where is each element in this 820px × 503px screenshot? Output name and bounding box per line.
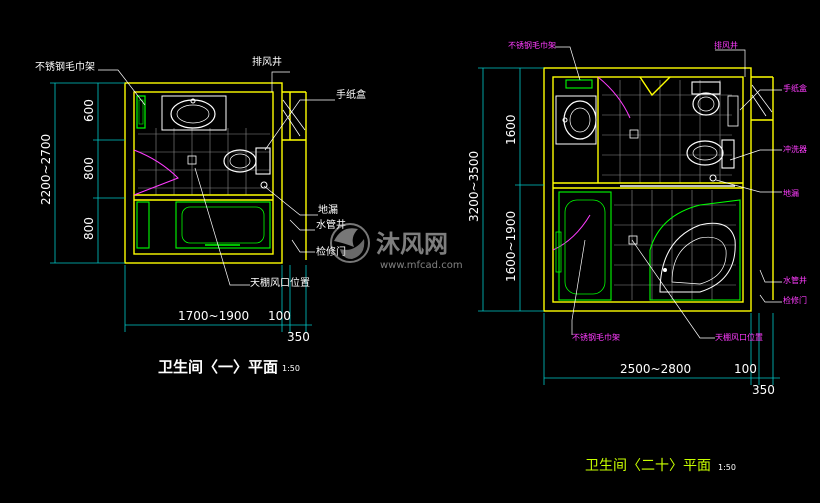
right-dim-bot: 1600~1900 (504, 211, 518, 282)
right-label-bidet: 冲洗器 (783, 144, 807, 154)
left-walls (124, 82, 307, 264)
left-door-swing (133, 149, 179, 196)
right-bidet-icon (686, 139, 735, 169)
right-label-exhaust-shaft: 排风井 (714, 40, 738, 50)
left-label-tissue-box: 手纸盒 (336, 88, 366, 101)
right-corner-tub-icon (649, 199, 741, 301)
right-dim-wall-a: 100 (734, 362, 757, 376)
watermark-logo-icon (330, 223, 370, 263)
right-floor-drain-icon (629, 129, 639, 139)
right-label-towel-rack-bottom: 不锈钢毛巾架 (572, 332, 620, 342)
right-dim-wall-b: 350 (752, 383, 775, 397)
left-label-exhaust-shaft: 排风井 (252, 55, 282, 68)
left-plan-scale: 1:50 (282, 364, 300, 373)
right-label-tissue-box: 手纸盒 (783, 83, 807, 93)
left-dim-overall: 2200~2700 (39, 134, 53, 205)
right-door-swing-bottom (552, 214, 591, 251)
right-label-towel-rack-top: 不锈钢毛巾架 (508, 40, 556, 50)
left-dim-mid: 800 (82, 157, 96, 180)
right-exhaust-shaft (751, 84, 773, 117)
right-toilet-icon (691, 81, 721, 116)
left-washbasin-icon (161, 95, 227, 131)
right-label-water-pipe: 水管井 (783, 275, 807, 285)
left-bathroom-plan: 不锈钢毛巾架 排风井 手纸盒 地漏 水管井 检修门 天棚风口位置 2200~27… (35, 55, 366, 376)
right-door-swing-top (597, 76, 631, 119)
right-towel-rack-top-icon (565, 79, 593, 89)
right-vent-icon (628, 235, 638, 245)
left-dim-bot: 800 (82, 217, 96, 240)
right-tile-grid (602, 80, 736, 300)
left-dim-wall-b: 350 (287, 330, 310, 344)
left-water-valve-icon (260, 181, 268, 189)
left-label-access-door: 检修门 (316, 245, 346, 258)
left-label-towel-rack: 不锈钢毛巾架 (35, 60, 95, 73)
right-walls (543, 67, 774, 312)
right-dim-overall: 3200~3500 (467, 151, 481, 222)
right-dim-width: 2500~2800 (620, 362, 691, 376)
watermark-brand: 沐风网 (376, 230, 448, 258)
right-washbasin-icon (555, 95, 597, 145)
right-bathtub-icon (555, 191, 612, 301)
right-dimensions (478, 67, 780, 385)
left-label-water-pipe: 水管井 (316, 218, 346, 231)
left-label-ceiling-vent: 天棚风口位置 (250, 276, 310, 289)
left-dimensions (50, 82, 312, 332)
left-label-floor-drain: 地漏 (318, 203, 338, 216)
left-plan-title: 卫生间〈一〉平面 (158, 358, 278, 376)
left-dim-wall-a: 100 (268, 309, 291, 323)
left-leaders (98, 69, 335, 286)
right-leaders (555, 46, 782, 339)
left-tile-grid (138, 128, 270, 195)
left-towel-rack-icon (136, 95, 146, 129)
right-plan-title: 卫生间〈二十〉平面 (585, 458, 711, 474)
left-floor-drain-icon (187, 155, 197, 165)
right-dim-top: 1600 (504, 114, 518, 145)
left-toilet-icon (223, 147, 271, 175)
right-water-valve-icon (709, 174, 717, 182)
watermark-url: www.mfcad.com (380, 260, 463, 271)
left-dim-top: 600 (82, 99, 96, 122)
right-label-access-door: 检修门 (783, 295, 807, 305)
right-plan-scale: 1:50 (718, 463, 736, 472)
left-dim-width: 1700~1900 (178, 309, 249, 323)
left-bathtub-icon (136, 201, 271, 249)
watermark: 沐风网 www.mfcad.com (330, 223, 463, 271)
right-label-floor-drain: 地漏 (783, 188, 799, 198)
left-exhaust-shaft (282, 99, 306, 137)
right-label-ceiling-vent: 天棚风口位置 (715, 332, 763, 342)
right-bathroom-plan: 不锈钢毛巾架 排风井 手纸盒 冲洗器 地漏 水管井 检修门 不锈钢毛巾架 天棚风… (467, 40, 807, 474)
